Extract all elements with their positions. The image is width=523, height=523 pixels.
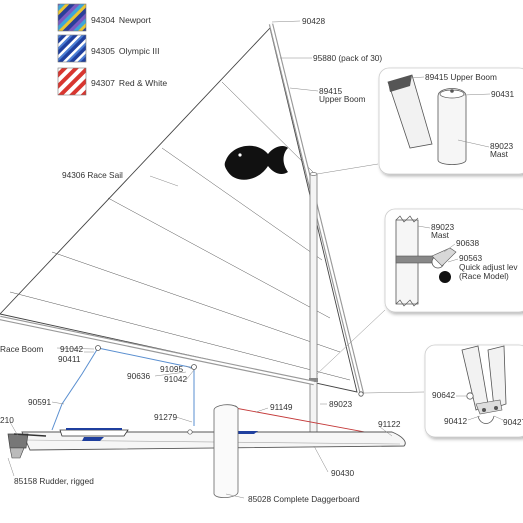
inset-label-lever: Quick adjust lev (459, 262, 518, 272)
mainsheet-traveler (97, 347, 195, 369)
label-89415-number: 89415 (319, 86, 342, 96)
mast (309, 172, 318, 441)
label-91122: 91122 (378, 419, 401, 429)
boom-tube-right (487, 345, 507, 409)
inset-label-90642: 90642 (432, 390, 455, 400)
mainsheet-line (51, 347, 99, 431)
label-210: 210 (0, 415, 14, 425)
inset-label-90563: 90563 (459, 253, 482, 263)
mast-top-tube (437, 88, 467, 165)
inset-label-mast-name: Mast (431, 230, 450, 240)
sail-outline (0, 27, 358, 393)
inset-label-race-model: (Race Model) (459, 271, 509, 281)
label-95880: 95880 (pack of 30) (313, 53, 382, 63)
hull-stripe (66, 428, 122, 430)
inset-label-89023-number: 89023 (490, 141, 513, 151)
inset-connector (316, 163, 379, 175)
block-fitting (358, 391, 364, 397)
label-85158: 85158 Rudder, rigged (14, 476, 94, 486)
label-91279: 91279 (154, 412, 177, 422)
inset-label-mast-number: 89023 (431, 222, 454, 232)
label-90428: 90428 (302, 16, 325, 26)
label-race-boom: Race Boom (0, 344, 43, 354)
lever-arm (431, 247, 457, 267)
daggerboard (213, 404, 239, 498)
label-90636: 90636 (127, 371, 150, 381)
sail-panel-seam (9, 291, 351, 381)
label-91042-b: 91042 (164, 374, 187, 384)
olympic-swatch (57, 34, 87, 63)
label-91095: 91095 (160, 364, 183, 374)
inset-label-mast-name: Mast (490, 149, 509, 159)
label-94306: 94306 Race Sail (62, 170, 123, 180)
label-85028: 85028 Complete Daggerboard (248, 494, 360, 504)
inset-label-90638: 90638 (456, 238, 479, 248)
inset-quick-adjust: 89023 Mast 90638 90563 Quick adjust lev … (384, 208, 523, 313)
inset-upper-boom: 89415 Upper Boom 90431 89023 Mast (378, 67, 523, 175)
hull-fitting (187, 429, 193, 435)
sail-panel-seam (161, 147, 323, 261)
sail-panel-seam (107, 197, 331, 319)
rudder (7, 433, 47, 459)
label-89415-name: Upper Boom (319, 94, 366, 104)
label-90591: 90591 (28, 397, 51, 407)
inset-label-90412: 90412 (444, 416, 467, 426)
block-fitting (95, 345, 101, 351)
inset-label-90431: 90431 (491, 89, 514, 99)
sail-panel-seam (221, 81, 314, 173)
lever-bar (395, 255, 437, 264)
hull-stripe (236, 431, 258, 434)
inset-label-upper-boom: 89415 Upper Boom (425, 72, 497, 82)
inset-label-90427: 90427 (503, 417, 523, 427)
race-sail (0, 27, 358, 393)
inset-connector (363, 391, 425, 394)
cockpit (59, 429, 129, 437)
newport-swatch (57, 3, 87, 32)
inset-boom-fittings: 90642 90412 90427 (424, 344, 523, 438)
race-boom-spar (0, 315, 315, 386)
sunfish-logo-icon (224, 145, 288, 180)
hull-stripe (82, 437, 104, 441)
sail-panel-seam (51, 251, 341, 353)
label-91149: 91149 (270, 402, 293, 412)
label-91042-a: 91042 (60, 344, 83, 354)
lever-knob (439, 271, 451, 283)
callouts (7, 20, 393, 499)
boom-fitting (466, 392, 474, 400)
redwhite-swatch (57, 67, 87, 96)
block-fitting (191, 364, 197, 370)
inset-connector (316, 309, 386, 375)
label-90411: 90411 (58, 354, 81, 364)
label-90430: 90430 (331, 468, 354, 478)
main-labels: 90428 95880 (pack of 30) 89415 Upper Boo… (0, 16, 401, 504)
label-89023: 89023 (329, 399, 352, 409)
